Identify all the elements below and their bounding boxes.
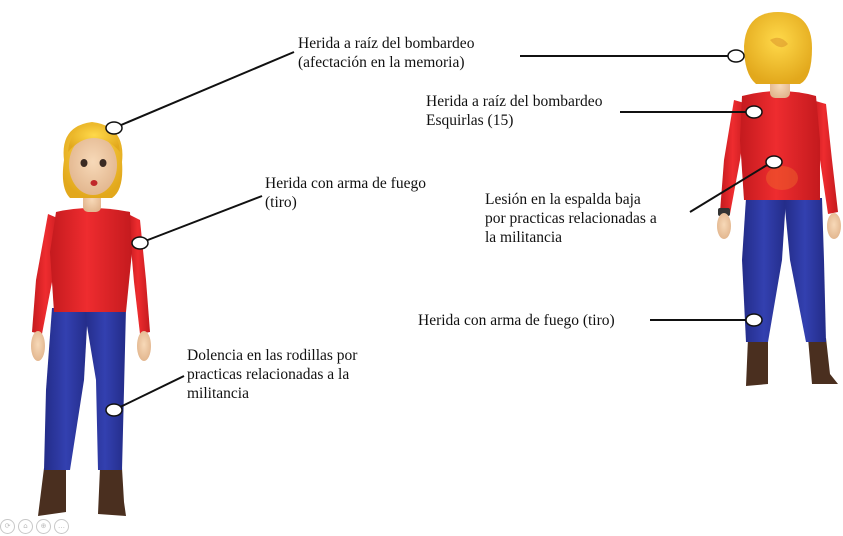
viewer-toolbar: ⟳ ⌂ ⊕ … <box>0 518 69 534</box>
marker-back-shoulder <box>745 105 763 119</box>
front-left-boot <box>38 468 66 516</box>
callout-markers <box>105 49 783 417</box>
annotation-front-knee: Dolencia en las rodillas por practicas r… <box>187 346 357 403</box>
back-right-hand <box>827 213 841 239</box>
annotation-line: Esquirlas (15) <box>426 112 514 129</box>
front-right-arm <box>128 214 150 334</box>
annotation-line: Lesión en la espalda baja <box>485 191 641 208</box>
front-torso <box>50 208 132 312</box>
annotation-line: practicas relacionadas a la <box>187 366 350 383</box>
rotate-icon[interactable]: ⟳ <box>0 518 15 534</box>
leader-front-knee <box>113 375 185 411</box>
leader-front-arm <box>139 195 263 244</box>
marker-front-head <box>105 121 123 135</box>
annotation-line: (tiro) <box>265 194 297 211</box>
front-right-eye <box>99 159 107 167</box>
home-icon[interactable]: ⌂ <box>18 518 33 534</box>
annotation-line: (afectación en la memoria) <box>298 54 465 71</box>
back-right-leg <box>784 198 826 342</box>
front-mouth <box>90 180 98 186</box>
marker-back-head <box>727 49 745 63</box>
annotation-line: Herida con arma de fuego <box>265 175 426 192</box>
marker-front-knee <box>105 403 123 417</box>
back-right-boot <box>808 338 838 384</box>
marker-front-arm <box>131 236 149 250</box>
annotation-line: Herida a raíz del bombardeo <box>426 93 603 110</box>
annotation-front-arm: Herida con arma de fuego (tiro) <box>265 174 426 212</box>
leader-front-head <box>113 51 295 129</box>
front-right-boot <box>98 468 126 516</box>
annotation-back-lower: Lesión en la espalda baja por practicas … <box>485 190 657 247</box>
back-left-boot <box>746 338 768 386</box>
front-right-leg <box>84 308 126 470</box>
annotation-front-head: Herida a raíz del bombardeo (afectación … <box>298 34 474 72</box>
zoom-icon[interactable]: ⊕ <box>36 518 51 534</box>
back-torso <box>740 91 820 200</box>
front-face <box>69 135 117 195</box>
back-hair <box>744 12 812 84</box>
back-left-hand <box>717 213 731 239</box>
more-icon[interactable]: … <box>54 518 69 534</box>
back-watch <box>718 208 730 216</box>
annotation-line: militancia <box>187 385 249 402</box>
annotation-line: Herida con arma de fuego (tiro) <box>418 312 615 329</box>
callout-lines <box>113 51 773 411</box>
annotation-line: Dolencia en las rodillas por <box>187 347 358 364</box>
back-lower-bruise <box>766 166 798 190</box>
marker-back-lower <box>765 155 783 169</box>
annotation-line: Herida a raíz del bombardeo <box>298 35 475 52</box>
front-left-eye <box>80 159 88 167</box>
back-left-leg <box>742 198 786 342</box>
annotation-line: la militancia <box>485 229 563 246</box>
back-figure <box>717 12 841 386</box>
front-figure <box>31 122 151 516</box>
annotation-back-shoulder: Herida a raíz del bombardeo Esquirlas (1… <box>426 92 602 130</box>
front-left-leg <box>44 308 88 470</box>
annotation-line: por practicas relacionadas a <box>485 210 657 227</box>
front-right-hand <box>137 331 151 361</box>
front-left-hand <box>31 331 45 361</box>
back-hair-wound <box>770 37 788 48</box>
annotation-back-leg: Herida con arma de fuego (tiro) <box>418 311 615 330</box>
marker-back-leg <box>745 313 763 327</box>
leader-back-lower <box>689 161 773 213</box>
